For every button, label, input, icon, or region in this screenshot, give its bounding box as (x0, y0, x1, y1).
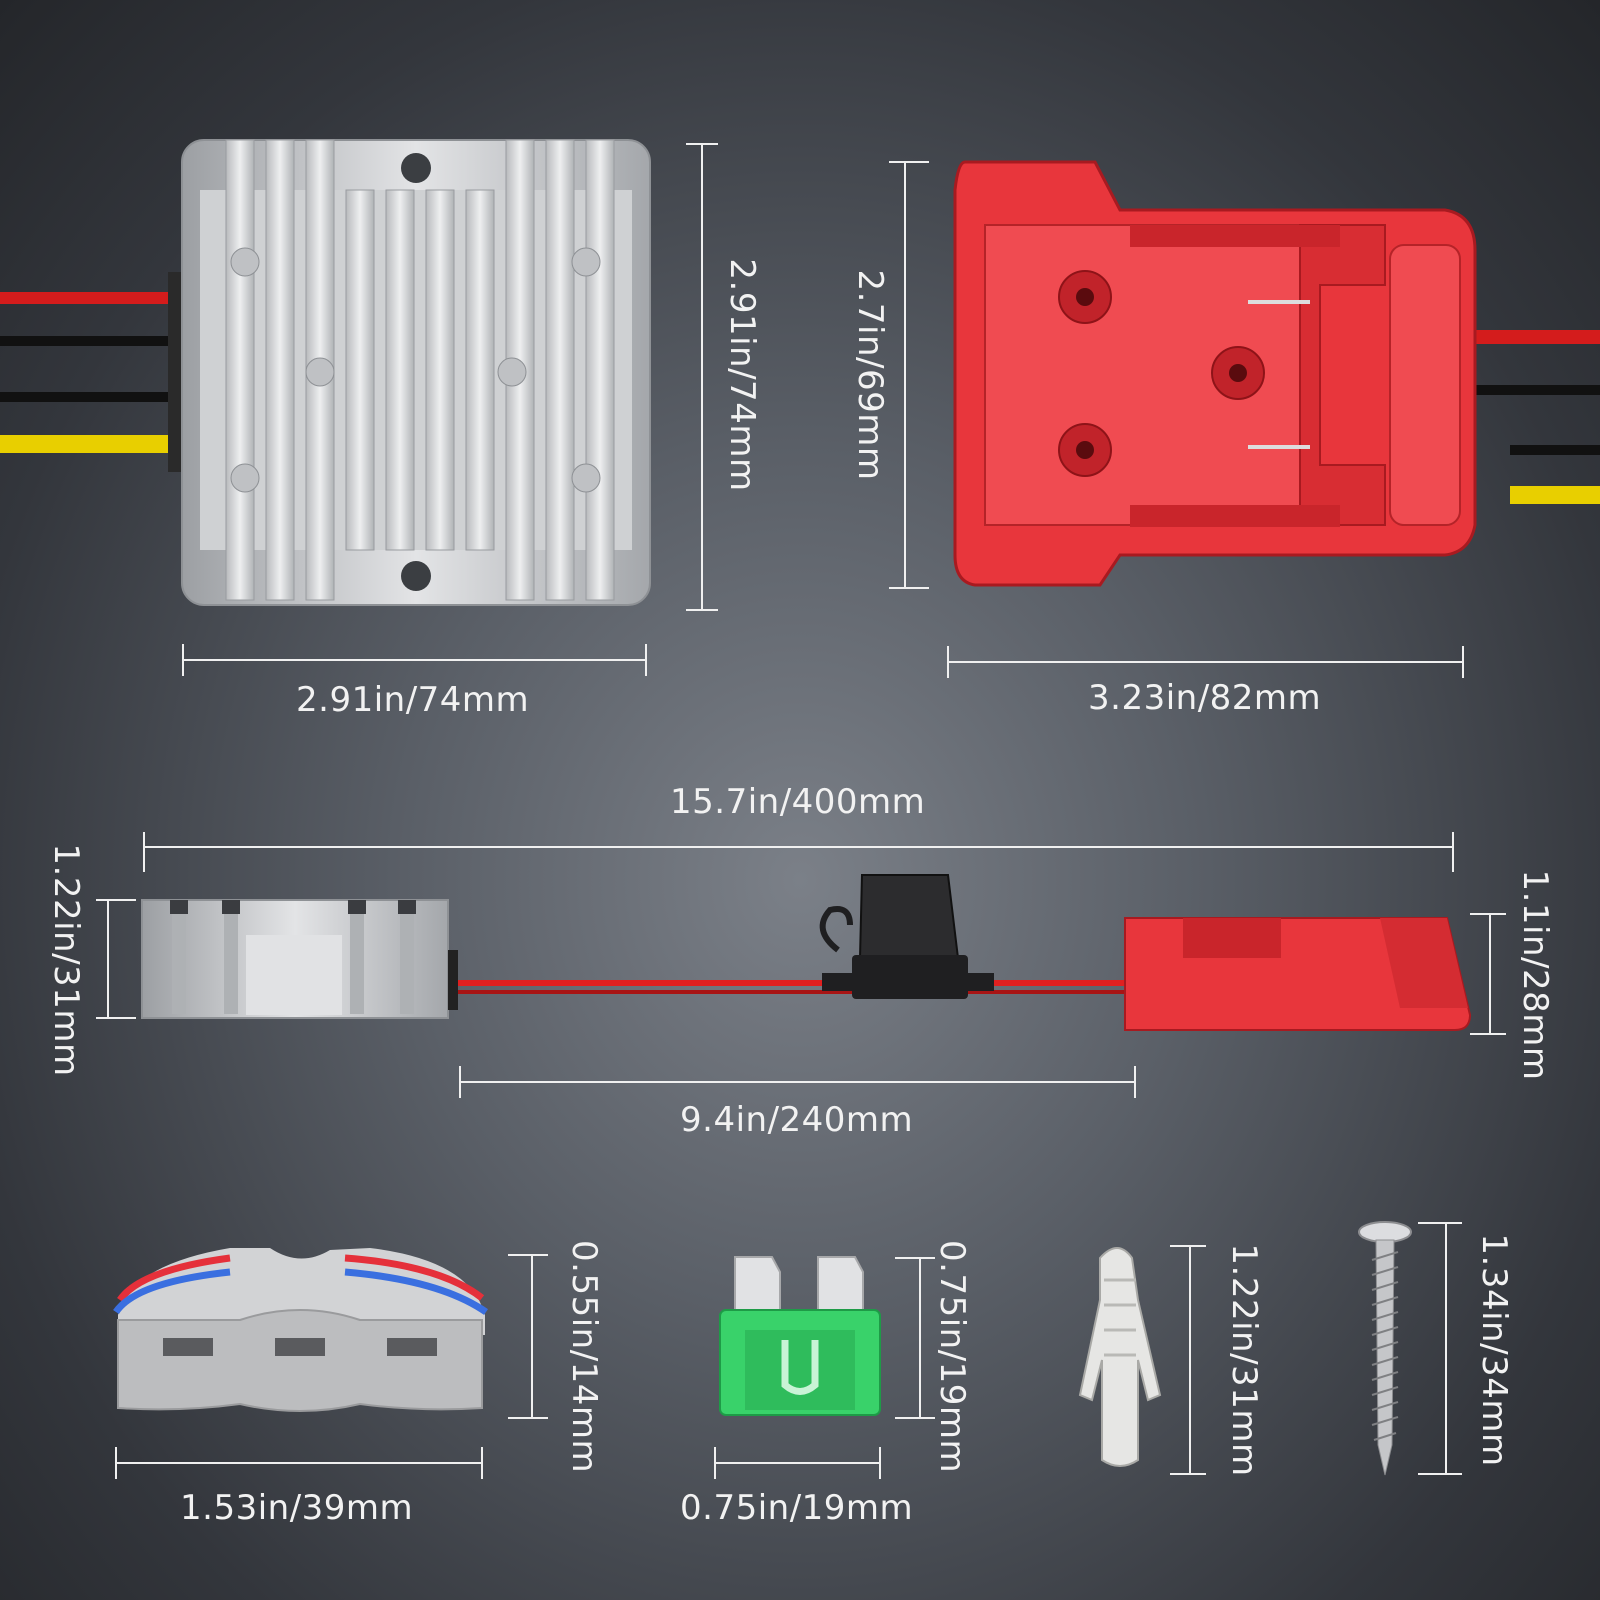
anchor-height-label: 1.22in/31mm (1224, 1243, 1264, 1477)
wall-anchor-icon (1078, 1247, 1162, 1467)
connector-width-label: 1.53in/39mm (180, 1488, 414, 1528)
blade-fuse-icon (719, 1256, 881, 1416)
cable-wire-length-label: 9.4in/240mm (680, 1100, 914, 1140)
cable-right-height-label: 1.1in/28mm (1515, 869, 1555, 1081)
connector-dimension-lines (115, 1254, 548, 1479)
screw-dimension-lines (1418, 1222, 1462, 1475)
cable-total-length-label: 15.7in/400mm (670, 782, 926, 822)
anchor-dimension-lines (1170, 1245, 1206, 1475)
fuse-width-label: 0.75in/19mm (680, 1488, 914, 1528)
fuse-height-label: 0.75in/19mm (932, 1240, 972, 1474)
converter-height-label: 2.91in/74mm (722, 258, 762, 492)
fuse-dimension-lines (714, 1257, 935, 1479)
adapter-dimension-lines (889, 161, 1464, 678)
lever-connector-icon (113, 1248, 488, 1412)
cable-assembly-icon (141, 874, 1472, 1031)
converter-dimension-lines (182, 143, 718, 676)
cable-left-height-label: 1.22in/31mm (46, 843, 86, 1077)
connector-height-label: 0.55in/14mm (564, 1240, 604, 1474)
cable-dimension-lines (96, 832, 1506, 1098)
dc-converter-icon (0, 139, 651, 606)
battery-adapter-icon (953, 160, 1600, 587)
adapter-width-label: 3.23in/82mm (1088, 678, 1322, 718)
screw-height-label: 1.34in/34mm (1474, 1233, 1514, 1467)
adapter-height-label: 2.7in/69mm (850, 269, 890, 481)
screw-icon (1358, 1221, 1412, 1476)
converter-width-label: 2.91in/74mm (296, 680, 530, 720)
